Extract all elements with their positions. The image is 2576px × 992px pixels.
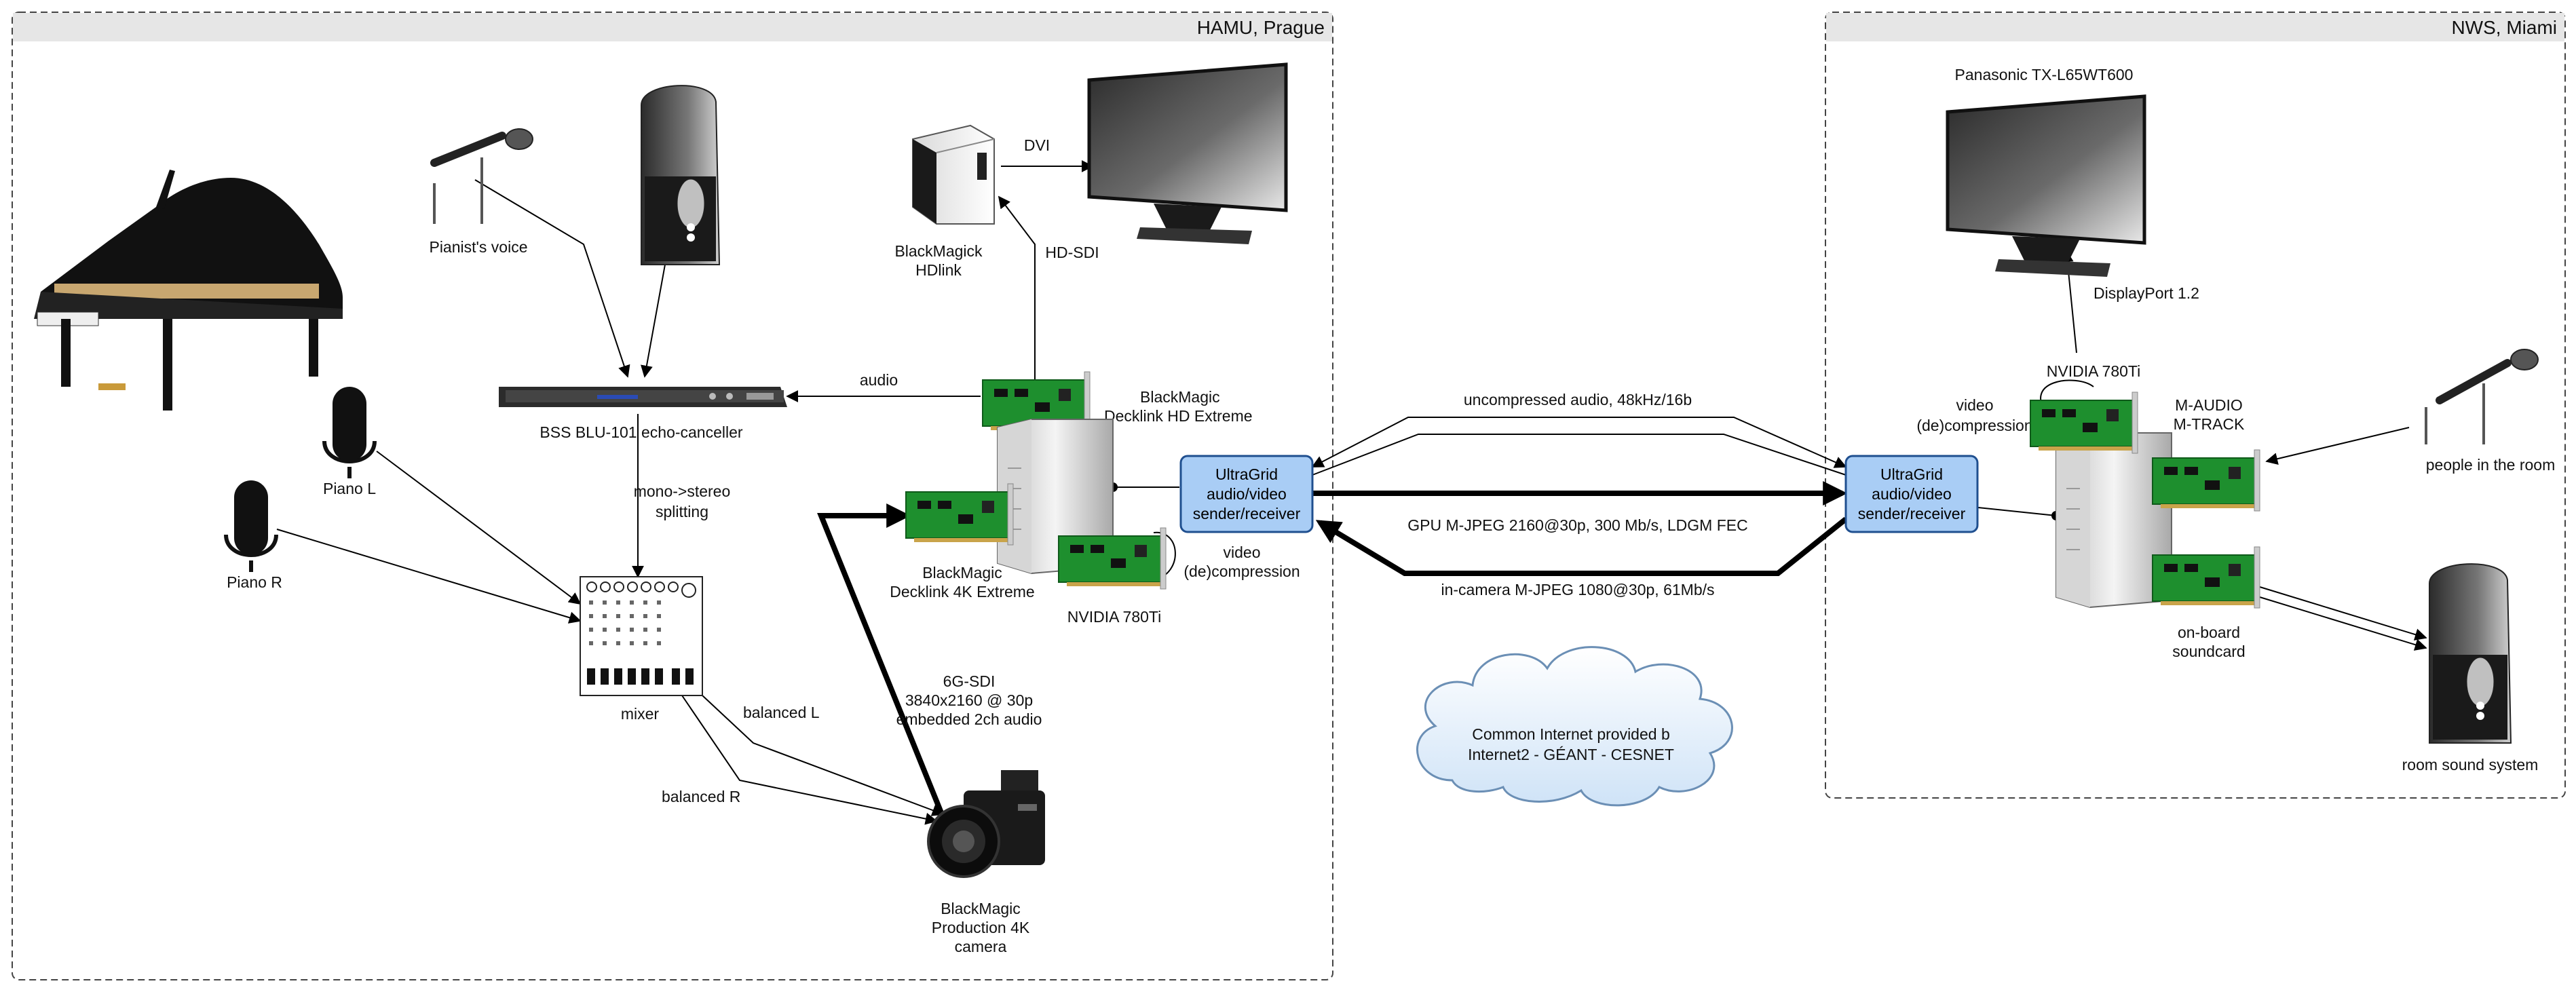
label-hdlink-2: HDlink [915,261,962,279]
label-maudio-1: M-AUDIO [2175,396,2243,414]
ultragrid-miami-line3: sender/receiver [1858,505,1966,522]
region-title-prague: HAMU, Prague [1197,17,1325,38]
room-speaker-icon [2429,563,2512,744]
label-sdi-1: 6G-SDI [943,672,996,690]
label-decklink-4k-1: BlackMagic [922,564,1002,581]
label-mono-stereo-2: splitting [656,503,708,520]
piano-l-mic-icon [322,387,377,478]
microphone-icon [430,128,533,224]
label-maudio-2: M-TRACK [2174,415,2245,433]
monitor-icon [1087,62,1288,244]
room-microphone-icon [2425,349,2539,444]
label-video-decomp-2: (de)compression [1183,562,1300,580]
ultragrid-prague-line1: UltraGrid [1215,465,1278,483]
label-piano-l: Piano L [323,480,376,497]
label-room-sound: room sound system [2402,756,2539,774]
speaker-icon [641,85,721,265]
ultragrid-miami-line2: audio/video [1872,485,1952,503]
label-cloud-1: Common Internet provided b [1472,725,1670,743]
label-echo-canceller: BSS BLU-101 echo-canceller [539,423,742,441]
label-tv: Panasonic TX-L65WT600 [1955,66,2134,83]
label-piano-r: Piano R [227,573,282,591]
m-audio-card-icon [2152,449,2260,512]
label-people: people in the room [2426,456,2556,474]
label-displayport: DisplayPort 1.2 [2094,284,2199,302]
tv-monitor-icon [1946,94,2146,277]
onboard-soundcard-icon [2152,546,2260,609]
mixer-icon [580,576,703,696]
internet-cloud-icon [1416,646,1733,807]
label-balanced-r: balanced R [662,788,740,805]
echo-canceller-icon [499,387,787,407]
label-hdlink-1: BlackMagick [894,242,983,260]
label-video-decomp-miami-1: video [1956,396,1994,414]
label-pianists-voice: Pianist's voice [429,238,527,256]
label-camera-2: Production 4K [932,919,1030,936]
label-camera-link: in-camera M-JPEG 1080@30p, 61Mb/s [1441,581,1714,598]
links-between-sites [1311,417,1848,576]
label-decklink-hd-2: Decklink HD Extreme [1104,407,1253,425]
computer-tower-miami-icon [2056,432,2172,609]
region-prague: HAMU, Prague [12,12,1333,980]
label-cloud-2: Internet2 - GÉANT - CESNET [1468,746,1674,763]
sdi-link [817,503,953,836]
ultragrid-prague-line2: audio/video [1207,485,1287,503]
region-title-miami: NWS, Miami [2451,17,2557,38]
label-onboard-1: on-board [2178,624,2240,641]
label-audio: audio [860,371,898,389]
label-decklink-4k-2: Decklink 4K Extreme [890,583,1034,600]
label-audio-link: uncompressed audio, 48kHz/16b [1464,391,1692,408]
label-camera-3: camera [955,938,1007,955]
label-sdi-3: embedded 2ch audio [896,710,1042,728]
ultragrid-prague-line3: sender/receiver [1193,505,1301,522]
label-hd-sdi: HD-SDI [1045,244,1099,261]
decklink-4k-card-icon [905,483,1014,546]
label-video-decomp-miami-2: (de)compression [1916,417,2032,434]
ultragrid-node-prague: UltraGrid audio/video sender/receiver [1179,455,1314,533]
label-camera-1: BlackMagic [941,900,1021,917]
label-decklink-hd-1: BlackMagic [1140,388,1220,406]
piano-r-mic-icon [224,480,278,572]
ultragrid-miami-line1: UltraGrid [1880,465,1943,483]
label-sdi-2: 3840x2160 @ 30p [905,691,1033,709]
nvidia-card-miami-icon [2030,392,2138,454]
label-onboard-2: soundcard [2172,643,2245,660]
grand-piano-icon [34,170,343,411]
nvidia-card-icon [1058,527,1167,590]
label-video-decomp-1: video [1224,543,1261,561]
label-mixer: mixer [621,705,660,723]
camera-icon [927,770,1045,878]
label-gpu-link: GPU M-JPEG 2160@30p, 300 Mb/s, LDGM FEC [1407,516,1747,534]
label-nvidia-prague: NVIDIA 780Ti [1067,608,1161,626]
label-balanced-l: balanced L [743,704,820,721]
ultragrid-node-miami: UltraGrid audio/video sender/receiver [1844,455,1979,533]
label-mono-stereo-1: mono->stereo [634,482,731,500]
hdlink-icon [912,124,995,225]
label-dvi: DVI [1024,136,1050,154]
label-nvidia-miami: NVIDIA 780Ti [2047,362,2140,380]
